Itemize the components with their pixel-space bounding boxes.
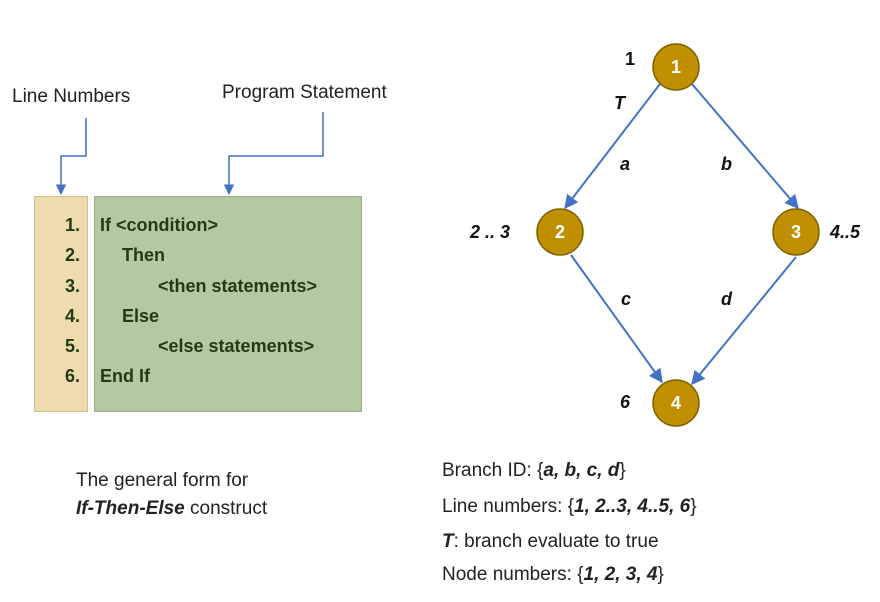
statement-3: <then statements>: [158, 276, 318, 296]
statement-5: <else statements>: [158, 336, 315, 356]
edge-b: [691, 83, 799, 210]
edge-d-label: d: [721, 289, 732, 309]
line-number-values: 1, 2..3, 4..5, 6: [574, 496, 691, 517]
node-4-side-label: 6: [620, 392, 631, 412]
edge-d: [691, 256, 797, 386]
caption-line-1: The general form for: [76, 470, 249, 491]
caption-emphasis: If-Then-Else: [76, 498, 185, 519]
statement-4: Else: [122, 306, 160, 326]
caption-rest: construct: [184, 498, 268, 519]
line-number-3: 3.: [64, 276, 80, 296]
node-2-side-label: 2 .. 3: [470, 222, 511, 242]
node-4-label: 4: [670, 393, 681, 413]
program-statement-column: [94, 196, 362, 412]
statement-6: End If: [100, 366, 150, 386]
node-number-values: 1, 2, 3, 4: [583, 564, 658, 585]
branch-id-values: a, b, c, d: [543, 460, 620, 481]
node-1: [652, 43, 700, 91]
edge-c: [570, 254, 663, 384]
node-2: [536, 208, 584, 256]
line-number-column: [34, 196, 88, 412]
line-number-1: 1.: [64, 215, 80, 235]
program-statement-pointer: [223, 112, 324, 196]
true-marker: T: [614, 93, 625, 113]
caption-line-2: If-Then-Else construct: [76, 498, 267, 520]
node-4: [652, 379, 700, 427]
line-numbers-pointer: [55, 118, 87, 196]
line-number-4: 4.: [64, 306, 80, 326]
statement-2: Then: [122, 245, 165, 265]
line-number-5: 5.: [64, 336, 80, 356]
statement-1: If <condition>: [100, 215, 219, 235]
true-branch-line: T: branch evaluate to true: [442, 531, 659, 552]
line-number-6: 6.: [64, 366, 80, 386]
node-1-label: 1: [670, 57, 681, 77]
node-3-label: 3: [790, 222, 801, 242]
line-numbers-label: Line Numbers: [12, 86, 131, 107]
edge-a-label: a: [620, 154, 631, 174]
edge-b-label: b: [721, 154, 732, 174]
line-numbers-line: Line numbers: {1, 2..3, 4..5, 6}: [442, 496, 697, 517]
node-3: [772, 208, 820, 256]
branch-id-line: Branch ID: {a, b, c, d}: [442, 460, 626, 481]
node-numbers-line: Node numbers: {1, 2, 3, 4}: [442, 564, 664, 585]
node-1-side-label: 1: [625, 49, 636, 69]
edge-c-label: c: [621, 289, 632, 309]
true-branch-symbol: T: [442, 531, 454, 552]
edge-a: [564, 83, 661, 210]
line-number-2: 2.: [64, 245, 80, 265]
node-3-side-label: 4..5: [830, 222, 861, 242]
program-statement-label: Program Statement: [222, 82, 387, 103]
node-2-label: 2: [554, 222, 565, 242]
